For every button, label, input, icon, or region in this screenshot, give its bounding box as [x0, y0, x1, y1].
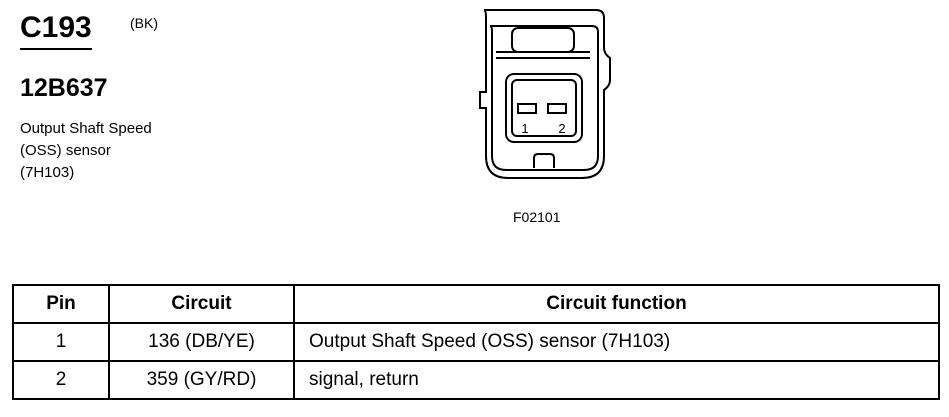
connector-face-drawing: 1 2 — [479, 9, 611, 179]
pin-1-slot — [517, 103, 537, 114]
latch-tab — [511, 27, 575, 53]
table-header-row: Pin Circuit Circuit function — [12, 284, 940, 324]
latch-rail — [496, 51, 590, 59]
header-circuit-function: Circuit function — [293, 284, 940, 324]
key-notch — [533, 153, 555, 168]
pinout-table: Pin Circuit Circuit function 1 136 (DB/Y… — [12, 284, 940, 400]
description-line: (7H103) — [20, 164, 75, 181]
function-cell: signal, return — [293, 360, 940, 400]
component-description: Output Shaft Speed (OSS) sensor (7H103) — [20, 118, 220, 184]
circuit-cell: 136 (DB/YE) — [108, 322, 295, 362]
table-row: 2 359 (GY/RD) signal, return — [12, 360, 940, 400]
terminal-cavity-inner — [511, 79, 577, 137]
connector-id: C193 — [20, 10, 92, 50]
table-row: 1 136 (DB/YE) Output Shaft Speed (OSS) s… — [12, 322, 940, 362]
pin-2-label: 2 — [558, 121, 565, 136]
description-line: Output Shaft Speed — [20, 120, 152, 137]
connector-housing-outer — [479, 9, 611, 179]
terminal-cavity — [505, 73, 583, 143]
pin-2-slot — [547, 103, 567, 114]
part-number: 12B637 — [20, 74, 108, 102]
pin-cell: 2 — [12, 360, 110, 400]
header-pin: Pin — [12, 284, 110, 324]
description-line: (OSS) sensor — [20, 142, 111, 159]
pin-cell: 1 — [12, 322, 110, 362]
connector-housing-inner — [489, 25, 599, 171]
function-cell: Output Shaft Speed (OSS) sensor (7H103) — [293, 322, 940, 362]
header-circuit: Circuit — [108, 284, 295, 324]
connector-color-code: (BK) — [130, 15, 158, 31]
pin-1-label: 1 — [521, 121, 528, 136]
circuit-cell: 359 (GY/RD) — [108, 360, 295, 400]
figure-code: F02101 — [513, 209, 561, 225]
